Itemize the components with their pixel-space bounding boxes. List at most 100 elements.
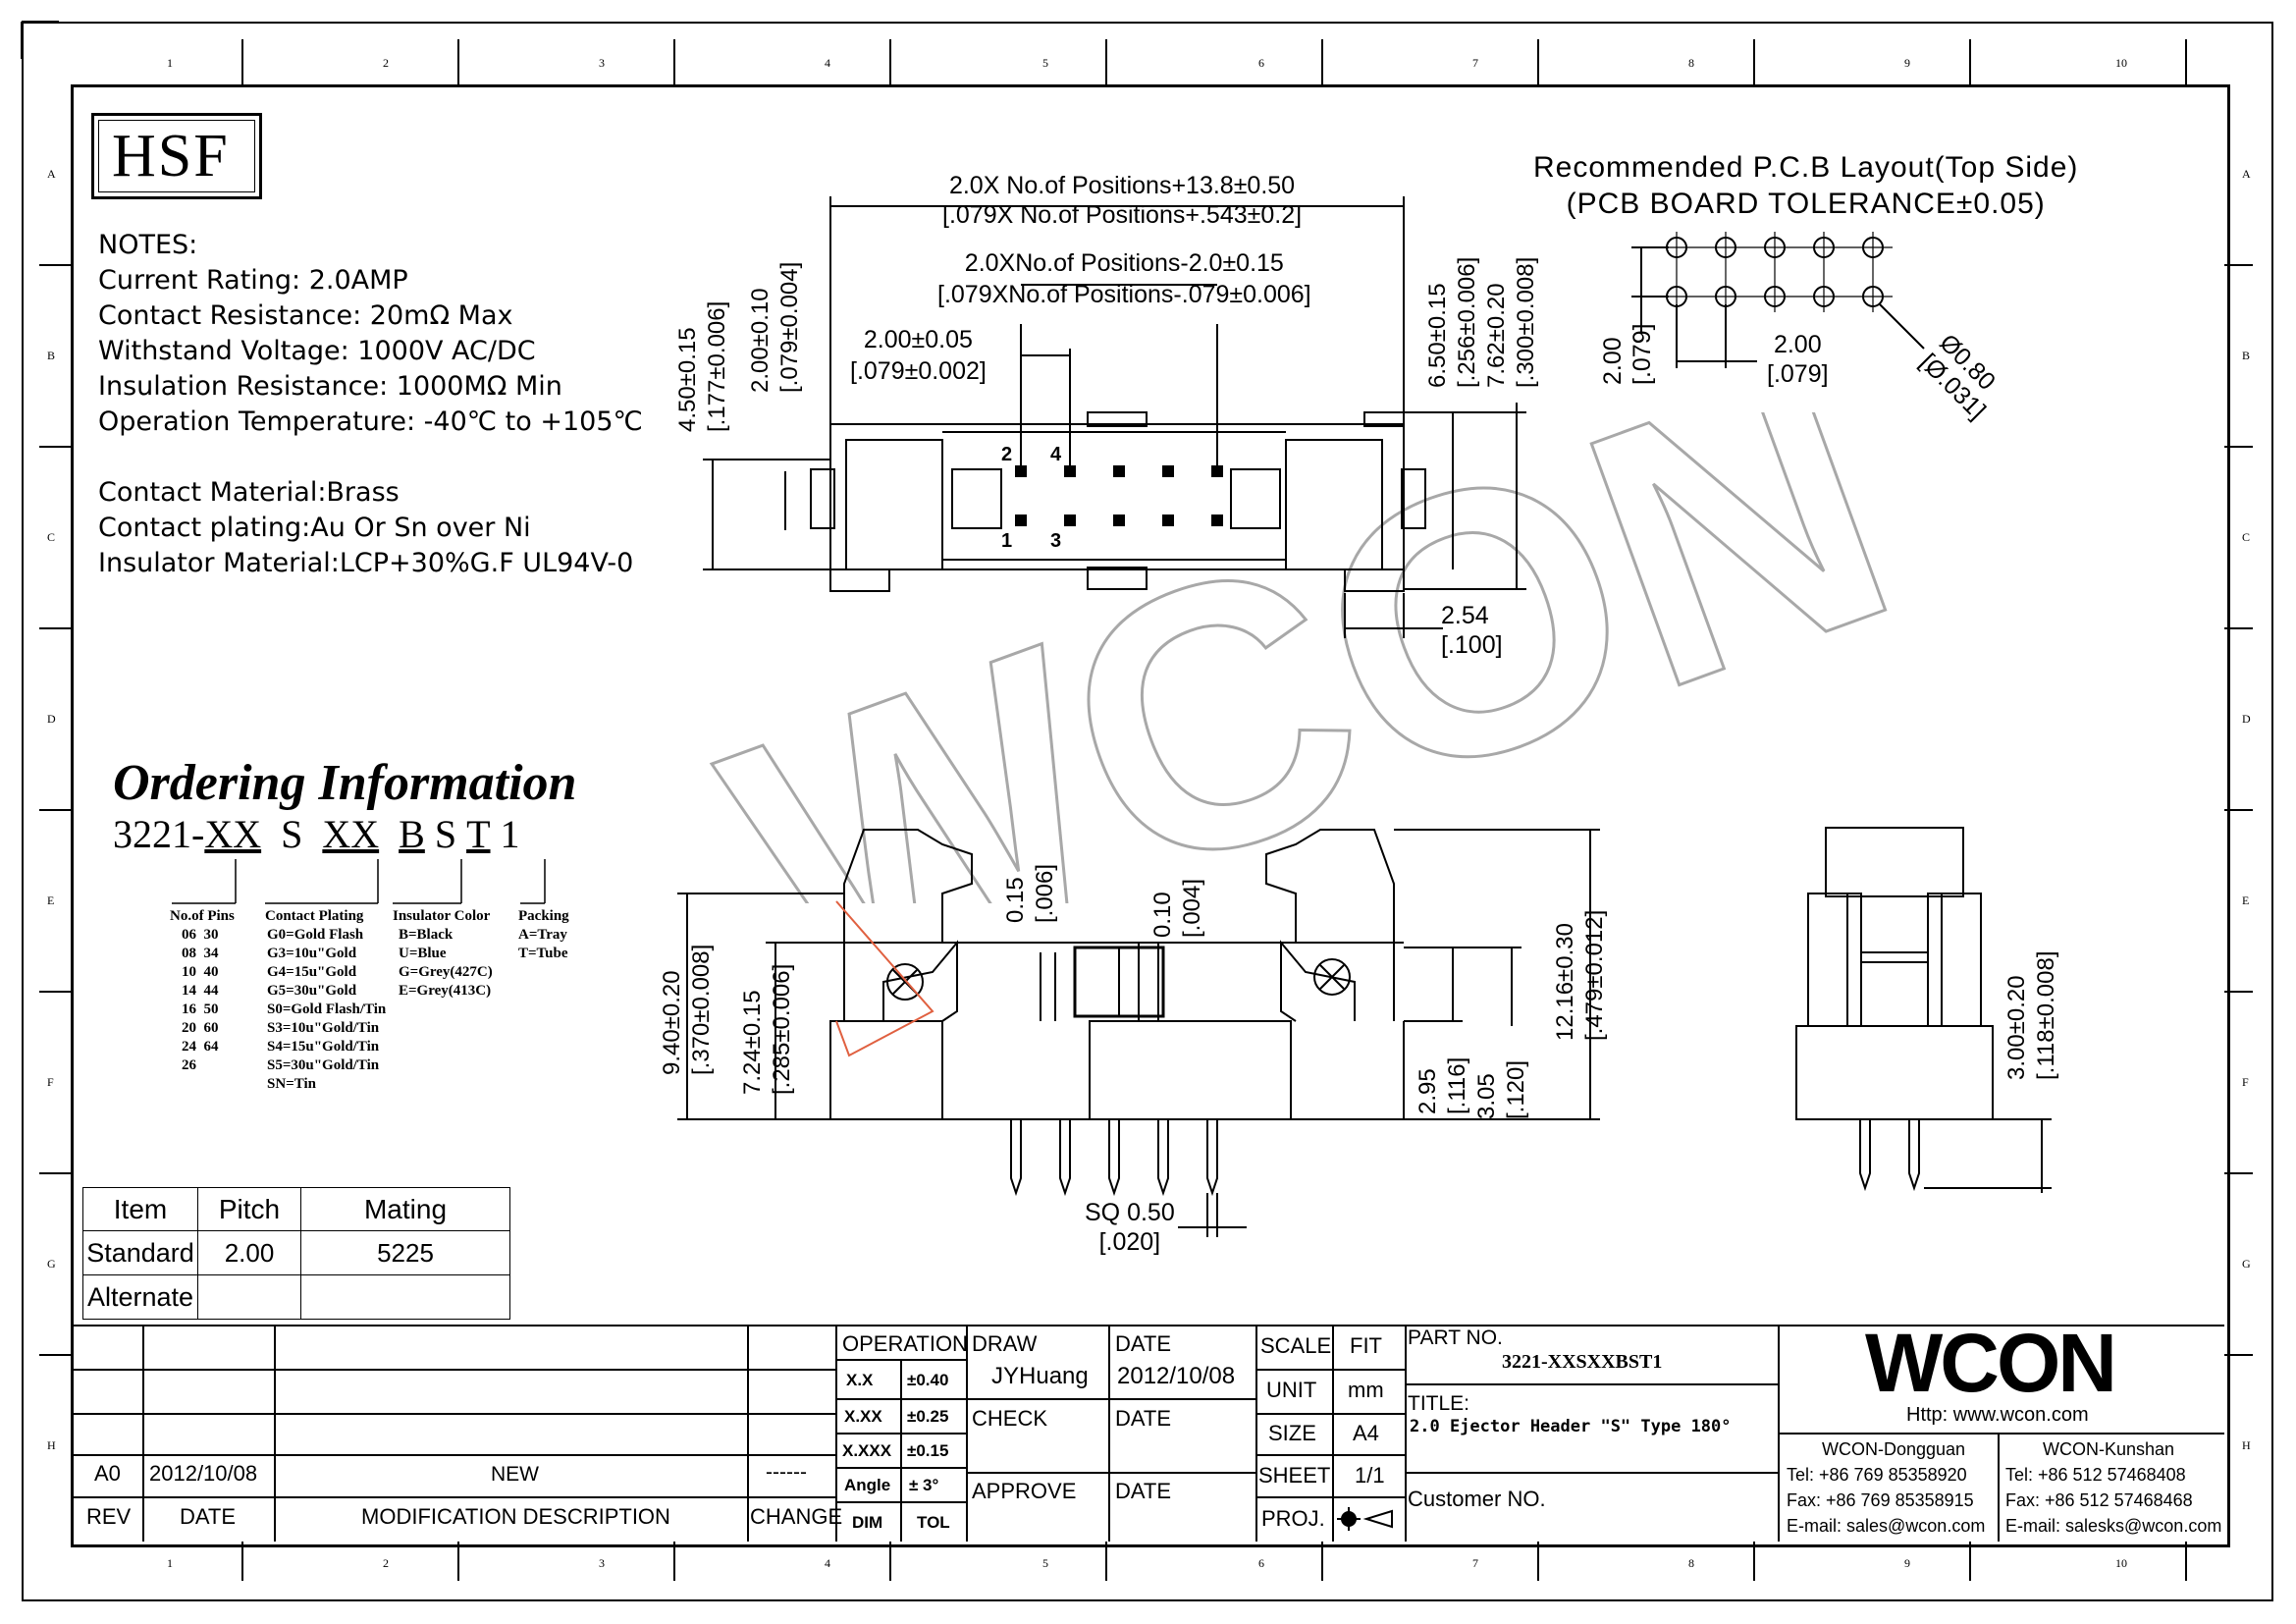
mating-header-pitch: Pitch — [197, 1187, 301, 1231]
top-view-drawing — [703, 196, 1526, 638]
title-value: 2.0 Ejector Header "S" Type 180° — [1410, 1417, 1732, 1436]
check-label: CHECK — [972, 1406, 1048, 1431]
outer-frame — [22, 22, 2273, 1601]
col-label-8-bottom: 8 — [1688, 1556, 1694, 1570]
scale-label: SCALE — [1260, 1333, 1332, 1358]
approve-date-label: DATE — [1115, 1479, 1172, 1503]
side-view-drawing — [677, 829, 1600, 1237]
material-line: Contact plating:Au Or Sn over Ni — [98, 513, 531, 543]
col-label-2-bottom: 2 — [383, 1556, 389, 1570]
col-label-3: 3 — [599, 56, 605, 70]
rev-header: REV — [86, 1504, 132, 1529]
col-label-6-bottom: 6 — [1258, 1556, 1264, 1570]
tol-label: X.XXX — [842, 1441, 892, 1460]
pin-option: 20 60 — [182, 1020, 219, 1036]
note-line: Contact Resistance: 20mΩ Max — [98, 300, 513, 331]
tol-value: ± 3° — [909, 1476, 939, 1494]
col-label-6: 6 — [1258, 56, 1264, 70]
packing-option: A=Tray — [518, 927, 567, 943]
code-prefix: 3221- — [113, 812, 205, 856]
mating-cell — [197, 1274, 301, 1320]
col-label-9-bottom: 9 — [1904, 1556, 1910, 1570]
col-label-8: 8 — [1688, 56, 1694, 70]
row-label-e: E — [47, 893, 55, 907]
row-label-g-right: G — [2242, 1257, 2251, 1271]
sheet-value: 1/1 — [1355, 1463, 1385, 1488]
row-label-b-right: B — [2242, 349, 2251, 362]
top-dim-overall: 2.0X No.of Positions+13.8±0.50 [.079X No… — [942, 172, 1303, 229]
unit-value: mm — [1348, 1378, 1384, 1402]
col-label-10: 10 — [2115, 56, 2127, 70]
row-label-h-right: H — [2242, 1438, 2251, 1452]
notes-block: NOTES: Current Rating: 2.0AMP Contact Re… — [98, 228, 643, 581]
code-plating: XX — [322, 812, 380, 856]
note-line: Insulation Resistance: 1000MΩ Min — [98, 371, 562, 402]
col-label-9: 9 — [1904, 56, 1910, 70]
mating-cell: 2.00 — [197, 1230, 301, 1275]
code-s: S — [434, 812, 457, 856]
row-label-h: H — [47, 1438, 56, 1452]
side-dim-sq: SQ 0.50 [.020] — [1085, 1199, 1175, 1256]
draw-label: DRAW — [972, 1331, 1038, 1356]
pin-option: 24 64 — [182, 1039, 219, 1055]
code-pins: XX — [204, 812, 262, 856]
plating-option: G3=10u"Gold — [267, 946, 357, 961]
col-label-2: 2 — [383, 56, 389, 70]
pins-title: No.of Pins — [170, 908, 235, 924]
rev-date-value: 2012/10/08 — [149, 1461, 258, 1486]
material-line: Insulator Material:LCP+30%G.F UL94V-0 — [98, 548, 634, 578]
plating-option: G5=30u"Gold — [267, 983, 357, 999]
color-option: U=Blue — [399, 946, 447, 961]
plating-option: G4=15u"Gold — [267, 964, 357, 980]
pcb-layout-title: Recommended P.C.B Layout(Top Side) (PCB … — [1533, 151, 2079, 220]
row-label-b: B — [47, 349, 56, 362]
plating-option: S3=10u"Gold/Tin — [267, 1020, 380, 1036]
code-packing: T — [466, 812, 491, 856]
col-label-7-bottom: 7 — [1472, 1556, 1478, 1570]
row-label-d: D — [47, 712, 56, 726]
code-style: S — [281, 812, 303, 856]
pin-label-4: 4 — [1050, 444, 1062, 465]
ordering-title: Ordering Information — [113, 755, 577, 811]
pin-option: 10 40 — [182, 964, 219, 980]
row-label-c: C — [47, 530, 56, 544]
col-label-5: 5 — [1042, 56, 1048, 70]
row-label-a: A — [47, 167, 56, 181]
rev-change-value: ------ — [766, 1461, 807, 1484]
packing-title: Packing — [518, 908, 569, 924]
row-label-f-right: F — [2242, 1075, 2249, 1089]
tol-label: X.X — [846, 1371, 874, 1389]
date-label: DATE — [1115, 1331, 1172, 1356]
row-label-e-right: E — [2242, 893, 2250, 907]
mating-cell: Alternate — [82, 1274, 198, 1320]
pcb-hole-pattern — [1631, 232, 1925, 368]
pin-label-2: 2 — [1001, 444, 1013, 465]
wcon-brand-logo: WCON — [1865, 1317, 2117, 1409]
top-dim-inner: 2.0XNo.of Positions-2.0±0.15 [.079XNo.of… — [937, 249, 1311, 308]
watermark-graphic: WCON — [682, 412, 1924, 903]
col-label-7: 7 — [1472, 56, 1478, 70]
top-dim-pitch: 2.00±0.05 [.079±0.002] — [850, 326, 987, 385]
notes-title: NOTES: — [98, 230, 198, 260]
row-label-d-right: D — [2242, 712, 2251, 726]
end-view-drawing — [1795, 827, 2052, 1193]
tol-label-footer: TOL — [917, 1513, 950, 1532]
pin-label-1: 1 — [1001, 530, 1013, 552]
operation-title: OPERATION — [842, 1331, 968, 1356]
plating-column: Contact Plating G0=Gold Flash G3=10u"Gol… — [265, 907, 386, 1094]
size-value: A4 — [1353, 1421, 1379, 1445]
hsf-logo-box: HSF — [91, 113, 262, 199]
row-label-c-right: C — [2242, 530, 2251, 544]
color-column: Insulator Color B=Black U=Blue G=Grey(42… — [393, 907, 493, 1001]
dongguan-contact: WCON-Dongguan Tel: +86 769 85358920 Fax:… — [1787, 1439, 1986, 1536]
row-label-a-right: A — [2242, 167, 2251, 181]
color-option: B=Black — [399, 927, 454, 943]
part-no-label: PART NO. — [1408, 1326, 1503, 1349]
kunshan-contact: WCON-Kunshan Tel: +86 512 57468408 Fax: … — [2005, 1439, 2222, 1536]
sheet-label: SHEET — [1258, 1463, 1331, 1488]
mating-cell — [300, 1274, 510, 1320]
color-option: G=Grey(427C) — [399, 964, 493, 980]
pin-option: 14 44 — [182, 983, 219, 999]
hsf-logo-text: HSF — [112, 123, 230, 189]
